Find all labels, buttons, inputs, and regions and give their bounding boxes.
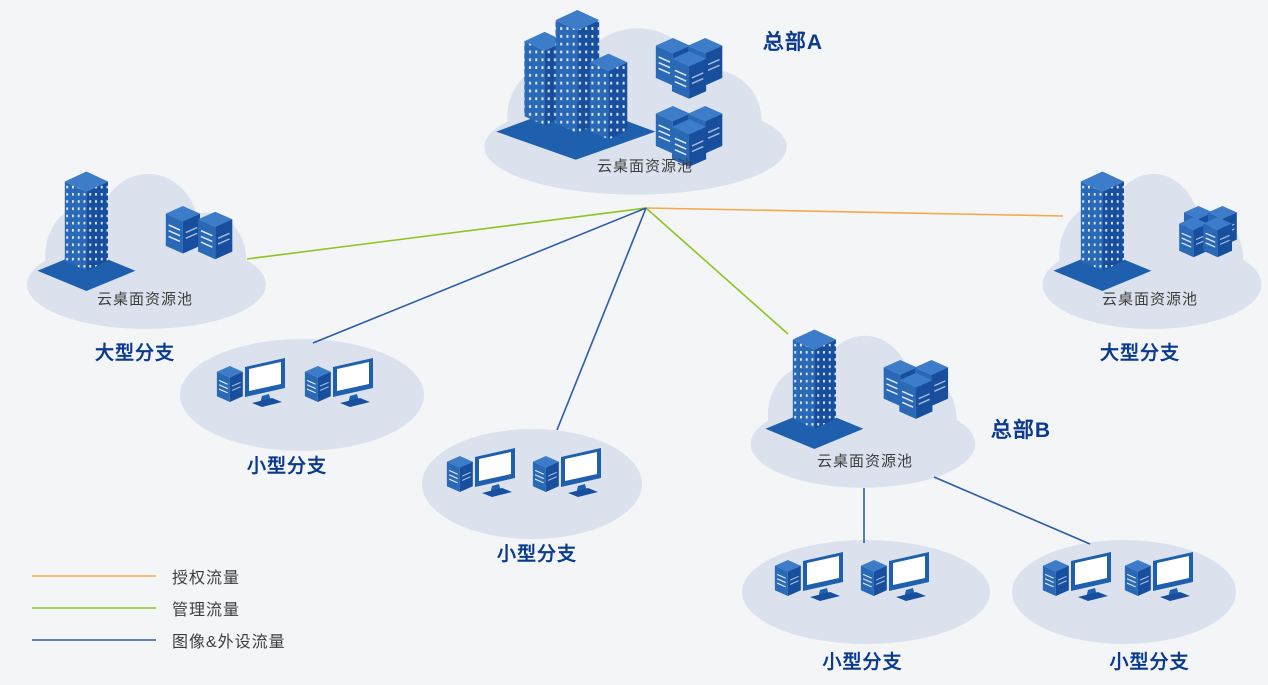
link-image-hqA-to-smallBranchCenter: [556, 207, 647, 431]
node-title-small-center: 小型分支: [496, 544, 577, 565]
server-rack-group-icon-large-right: [1179, 206, 1237, 257]
legend-label-authorization: 授权流量: [172, 570, 241, 587]
node-title-large-right: 大型分支: [1099, 343, 1180, 364]
node-title-large-left: 大型分支: [94, 343, 175, 364]
link-management-hqA-to-hqB: [645, 207, 789, 335]
legend-label-management: 管理流量: [172, 602, 241, 619]
cloud-branch-small-b2: [1012, 540, 1236, 644]
authorization-line-icon: [32, 575, 156, 577]
pool-label-hq-a: 云桌面资源池: [596, 158, 693, 175]
link-image-hqB-to-smallBranchB2: [933, 476, 1091, 545]
link-authorization-hqA-to-largeBranchRight: [645, 207, 1064, 217]
pool-label-large-left: 云桌面资源池: [96, 291, 193, 308]
pool-label-hq-b: 云桌面资源池: [816, 453, 913, 470]
link-management-hqA-to-largeBranchLeft: [246, 207, 647, 260]
node-title-small-b2: 小型分支: [1109, 652, 1190, 673]
legend: 授权流量 管理流量 图像&外设流量: [30, 560, 286, 656]
image-peripheral-line-icon: [32, 639, 156, 641]
legend-item-authorization: 授权流量: [30, 560, 286, 592]
legend-item-management: 管理流量: [30, 592, 286, 624]
cloud-branch-small-left: [180, 339, 424, 451]
pool-label-large-right: 云桌面资源池: [1101, 291, 1198, 308]
node-title-hq-a: 总部A: [762, 31, 824, 54]
legend-label-image-peripheral: 图像&外设流量: [172, 634, 286, 651]
node-title-small-b1: 小型分支: [822, 652, 903, 673]
legend-item-image-peripheral: 图像&外设流量: [30, 624, 286, 656]
management-line-icon: [32, 607, 156, 609]
node-title-hq-b: 总部B: [990, 419, 1052, 442]
link-image-hqA-to-smallBranchLeft: [312, 207, 647, 344]
links: [246, 207, 1091, 545]
node-title-small-left: 小型分支: [246, 456, 327, 477]
